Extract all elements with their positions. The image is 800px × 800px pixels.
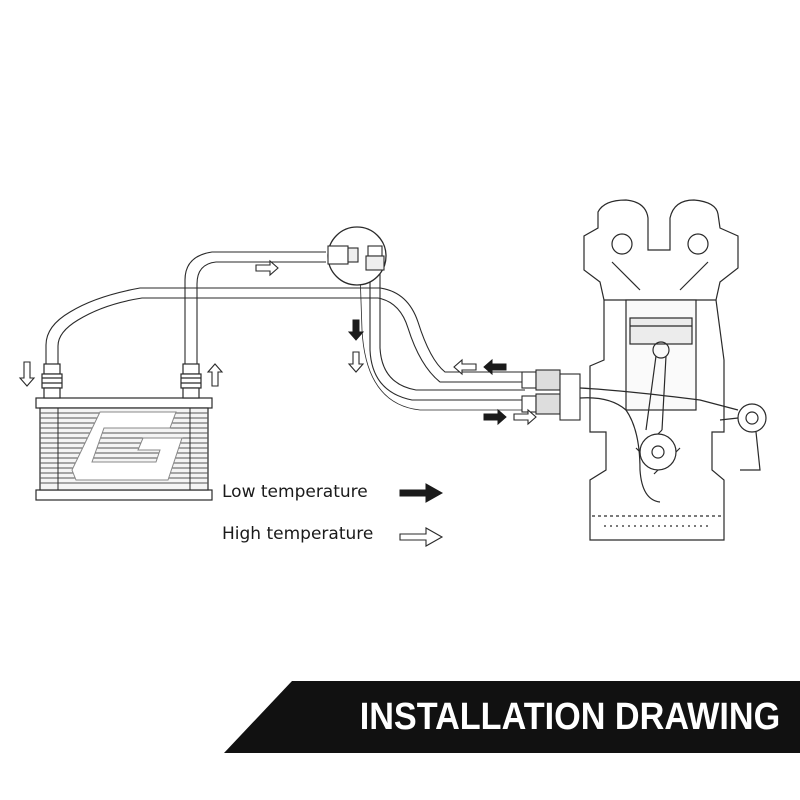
cooler-fitting-left xyxy=(41,363,63,399)
arrow-low-icon xyxy=(347,319,507,503)
arrow-high-icon xyxy=(18,259,537,547)
fitting-detail-circle xyxy=(327,226,387,286)
cooler-logo-icon xyxy=(71,411,183,481)
banner-shape xyxy=(224,681,800,753)
engine-icon xyxy=(579,199,767,541)
title-banner: INSTALLATION DRAWING xyxy=(224,681,800,753)
legend-low-temperature: Low temperature xyxy=(222,482,368,502)
cooler-fitting-right xyxy=(180,363,202,399)
engine-fittings xyxy=(521,369,581,421)
banner-title: INSTALLATION DRAWING xyxy=(359,696,780,738)
legend-high-temperature: High temperature xyxy=(222,524,374,544)
hose-lines xyxy=(45,251,525,411)
